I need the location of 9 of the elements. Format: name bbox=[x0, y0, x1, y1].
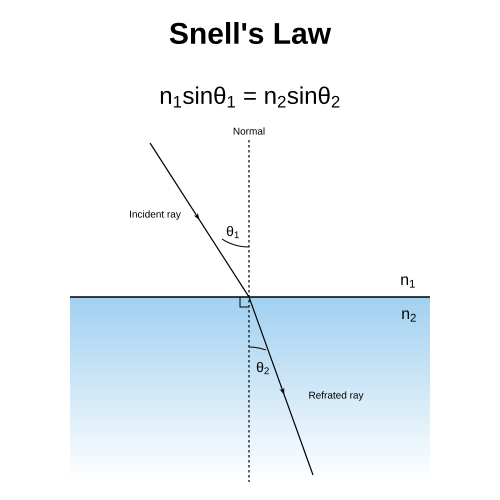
ray-label: Incident ray bbox=[130, 210, 181, 220]
medium-label: n$_{2}$ bbox=[402, 310, 416, 322]
ray-label: Refrated ray bbox=[309, 391, 364, 401]
title: Snell's Law bbox=[170, 22, 332, 44]
axis-label: Normal bbox=[234, 127, 264, 135]
formula: n$_{1}$sinθ$_{1}$ = n$_{2}$sinθ$_{2}$ bbox=[160, 86, 340, 108]
angle-label: θ$_{2}$ bbox=[256, 362, 269, 374]
medium-label: n$_{1}$ bbox=[401, 276, 415, 288]
angle-label: θ$_{1}$ bbox=[226, 226, 239, 238]
